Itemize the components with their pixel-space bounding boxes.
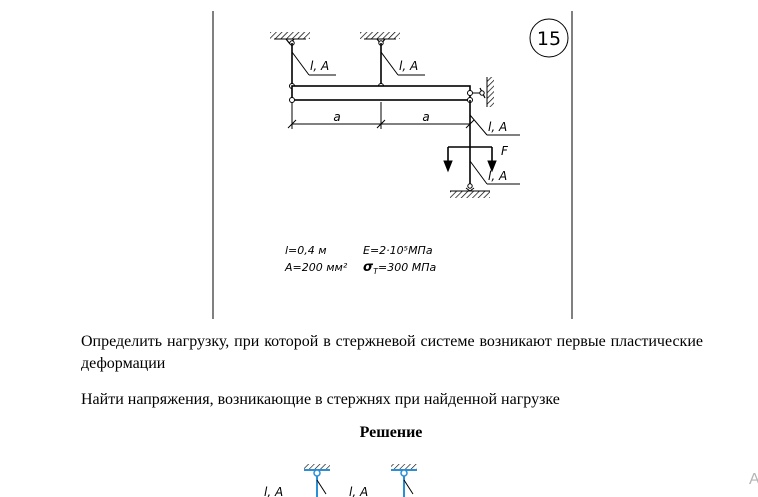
- rod-1-label: l, A: [310, 59, 329, 73]
- force-label: F: [501, 144, 509, 158]
- rigid-beam: [291, 85, 471, 101]
- param-yield: σT=300 МПа: [363, 260, 436, 276]
- solution-rod-2-label: l, A: [349, 485, 368, 497]
- problem-figure: 15 l, A l, A l, A l, A a a F l=0,4 м A=2…: [212, 11, 573, 319]
- top-left-support-hatch: [270, 32, 310, 39]
- bottom-support-hatch: [450, 191, 490, 198]
- rod-2-label: l, A: [399, 59, 418, 73]
- edge-mark: A: [749, 471, 758, 488]
- param-modulus: E=2·10⁵МПа: [363, 244, 433, 257]
- param-area: A=200 мм²: [284, 261, 348, 274]
- span-label-1: a: [333, 110, 340, 124]
- param-length: l=0,4 м: [285, 244, 327, 257]
- span-label-2: a: [422, 110, 429, 124]
- yield-symbol: σ: [363, 260, 374, 275]
- right-wall-hatch: [487, 77, 494, 107]
- solution-rod-1-label: l, A: [264, 485, 283, 497]
- solution-figure: l, A l, A: [264, 464, 417, 497]
- task-statement-2: Найти напряжения, возникающие в стержнях…: [81, 391, 560, 408]
- rod-4-label: l, A: [488, 169, 507, 183]
- top-middle-support-hatch: [360, 32, 400, 39]
- yield-subscript: T: [373, 267, 379, 276]
- solution-heading: Решение: [359, 424, 423, 441]
- task-statement-1: Определить нагрузку, при которой в стерж…: [81, 333, 703, 372]
- rod-3-label: l, A: [488, 120, 507, 134]
- solution-support-2-hatch: [391, 464, 417, 470]
- yield-value: =300 МПа: [378, 261, 436, 274]
- problem-number-circle: [529, 18, 569, 58]
- solution-support-1-hatch: [304, 464, 330, 470]
- problem-number: 15: [537, 28, 561, 50]
